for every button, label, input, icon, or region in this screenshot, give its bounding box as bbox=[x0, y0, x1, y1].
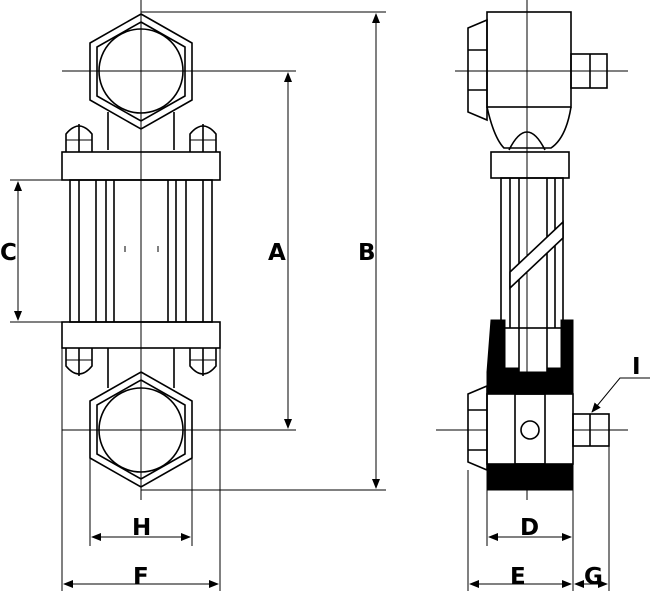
side-top-flange bbox=[490, 151, 570, 179]
label-d: D bbox=[520, 515, 539, 541]
label-b: B bbox=[358, 240, 376, 266]
bottom-left-cap-nut bbox=[65, 348, 93, 376]
side-view bbox=[436, 0, 628, 500]
bottom-right-cap-nut bbox=[189, 348, 217, 376]
label-i: I bbox=[632, 354, 641, 380]
label-c: C bbox=[0, 240, 17, 266]
label-e: E bbox=[510, 564, 526, 590]
top-right-cap-nut bbox=[189, 124, 217, 152]
bottom-neck bbox=[107, 348, 175, 388]
top-left-cap-nut bbox=[65, 124, 93, 152]
label-a: A bbox=[268, 240, 286, 266]
top-hex-fitting bbox=[89, 13, 193, 130]
front-view bbox=[61, 0, 221, 500]
bottom-flange-plate bbox=[61, 321, 221, 349]
side-tube-body bbox=[500, 177, 564, 382]
bottom-hex-fitting bbox=[89, 371, 193, 488]
label-f: F bbox=[133, 564, 149, 590]
top-neck bbox=[107, 112, 175, 150]
label-h: H bbox=[132, 515, 151, 541]
side-top-block bbox=[467, 11, 608, 151]
dimension-lines bbox=[10, 11, 650, 591]
dimension-i-leader bbox=[591, 377, 650, 413]
side-bottom-section bbox=[467, 319, 610, 491]
label-g: G bbox=[584, 564, 603, 590]
dimension-labels: A B C D E F G H I bbox=[0, 240, 641, 590]
